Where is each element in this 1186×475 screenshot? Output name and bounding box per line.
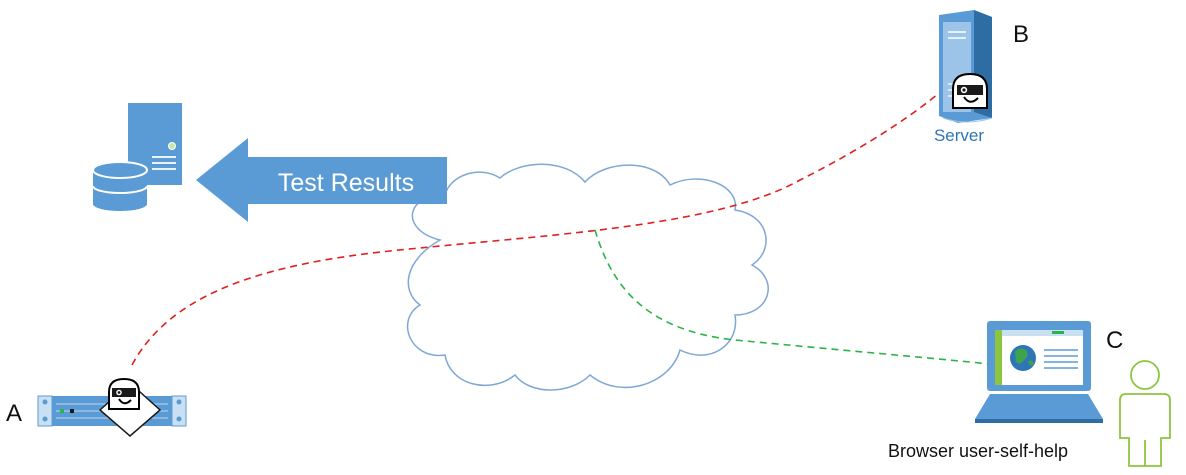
red-test-link: [131, 87, 946, 366]
node-c-label: C: [1106, 327, 1123, 354]
browser-user-label: Browser user-self-help: [888, 441, 1068, 461]
test-results-label: Test Results: [278, 169, 414, 197]
green-browser-link: [594, 229, 991, 365]
appliance-agent-icon: [98, 377, 162, 437]
database-server-icon: [92, 103, 182, 211]
node-a-label: A: [6, 400, 22, 427]
test-results-arrow: Test Results: [196, 138, 447, 222]
cloud-icon: [406, 163, 769, 391]
server-label: Server: [934, 126, 984, 145]
user-icon: [1119, 360, 1171, 467]
node-b-label: B: [1013, 21, 1029, 48]
laptop-browser-icon: [975, 321, 1103, 423]
robot-agent-icon: [952, 72, 988, 109]
